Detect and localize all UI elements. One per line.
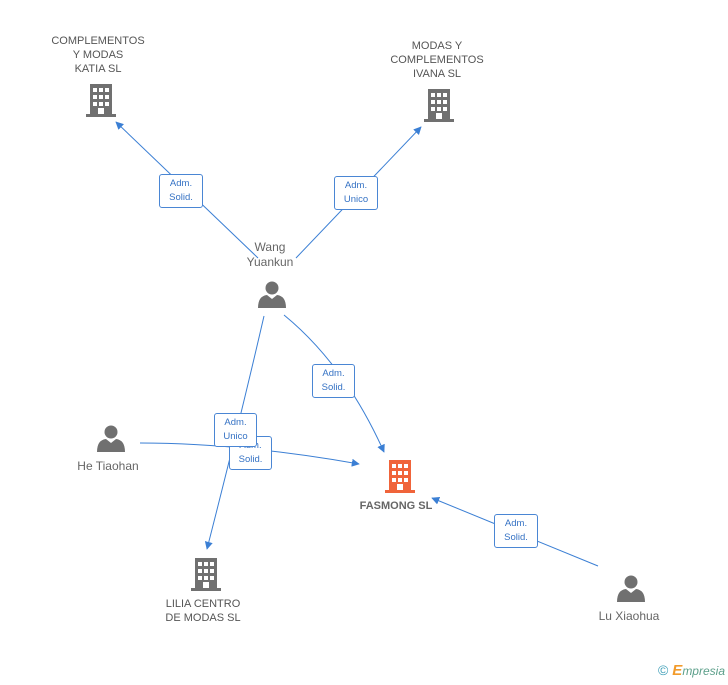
- node-label-ivana[interactable]: MODAS Y COMPLEMENTOS IVANA SL: [387, 39, 487, 81]
- building-icon[interactable]: [385, 460, 415, 493]
- node-label-line: Y MODAS: [72, 49, 124, 61]
- node-label-line: IVANA SL: [412, 68, 462, 80]
- node-label-line: Lu Xiaohua: [598, 609, 660, 623]
- node-label-line: FASMONG SL: [359, 500, 433, 512]
- brand-logo-initial: E: [672, 662, 683, 679]
- edge-label-line: Unico: [343, 194, 369, 205]
- building-icon[interactable]: [86, 84, 116, 117]
- node-label-wang[interactable]: Wang Yuankun: [238, 240, 302, 270]
- building-icon[interactable]: [424, 89, 454, 122]
- edge-label-wang-katia[interactable]: Adm. Solid.: [159, 174, 203, 208]
- edge-label-line: Adm.: [322, 368, 345, 379]
- edge-label-lu-fasmong[interactable]: Adm. Solid.: [494, 514, 538, 548]
- edge-label-line: Adm.: [344, 180, 368, 191]
- edge-label-line: Solid.: [169, 192, 193, 203]
- node-label-fasmong[interactable]: FASMONG SL: [350, 499, 442, 513]
- person-icon[interactable]: [258, 281, 286, 309]
- building-icon[interactable]: [191, 558, 221, 591]
- edge-label-line: Solid.: [238, 454, 263, 465]
- copyright-icon: ©: [657, 662, 669, 678]
- node-label-line: MODAS Y: [411, 40, 463, 52]
- edge-label-line: Unico: [223, 431, 248, 442]
- node-label-he[interactable]: He Tiaohan: [66, 459, 150, 474]
- edge-label-wang-lilia[interactable]: Adm. Unico: [214, 413, 257, 447]
- node-label-line: Wang: [254, 240, 286, 254]
- node-label-line: He Tiaohan: [77, 459, 139, 473]
- node-label-lilia[interactable]: LILIA CENTRO DE MODAS SL: [155, 597, 251, 625]
- edge-label-line: Adm.: [504, 518, 528, 529]
- edge-label-line: Solid.: [504, 532, 528, 543]
- brand-credit[interactable]: ©Empresia: [658, 662, 725, 679]
- node-label-katia[interactable]: COMPLEMENTOS Y MODAS KATIA SL: [48, 34, 148, 76]
- node-label-lu[interactable]: Lu Xiaohua: [588, 609, 670, 624]
- edge-label-wang-fasmong[interactable]: Adm. Solid.: [312, 364, 355, 398]
- brand-logo-text: mpresia: [682, 664, 725, 678]
- edge-label-line: Adm.: [224, 417, 247, 428]
- edge-label-line: Solid.: [321, 382, 346, 393]
- node-label-line: DE MODAS SL: [165, 612, 241, 624]
- node-label-line: KATIA SL: [74, 63, 122, 75]
- edge-label-line: Adm.: [169, 178, 193, 189]
- edge-label-wang-ivana[interactable]: Adm. Unico: [334, 176, 378, 210]
- node-label-line: COMPLEMENTOS: [390, 54, 484, 66]
- node-label-line: LILIA CENTRO: [165, 598, 241, 610]
- node-label-line: Yuankun: [246, 255, 294, 269]
- person-icon[interactable]: [617, 575, 645, 603]
- node-label-line: COMPLEMENTOS: [51, 35, 145, 47]
- person-icon[interactable]: [97, 425, 125, 453]
